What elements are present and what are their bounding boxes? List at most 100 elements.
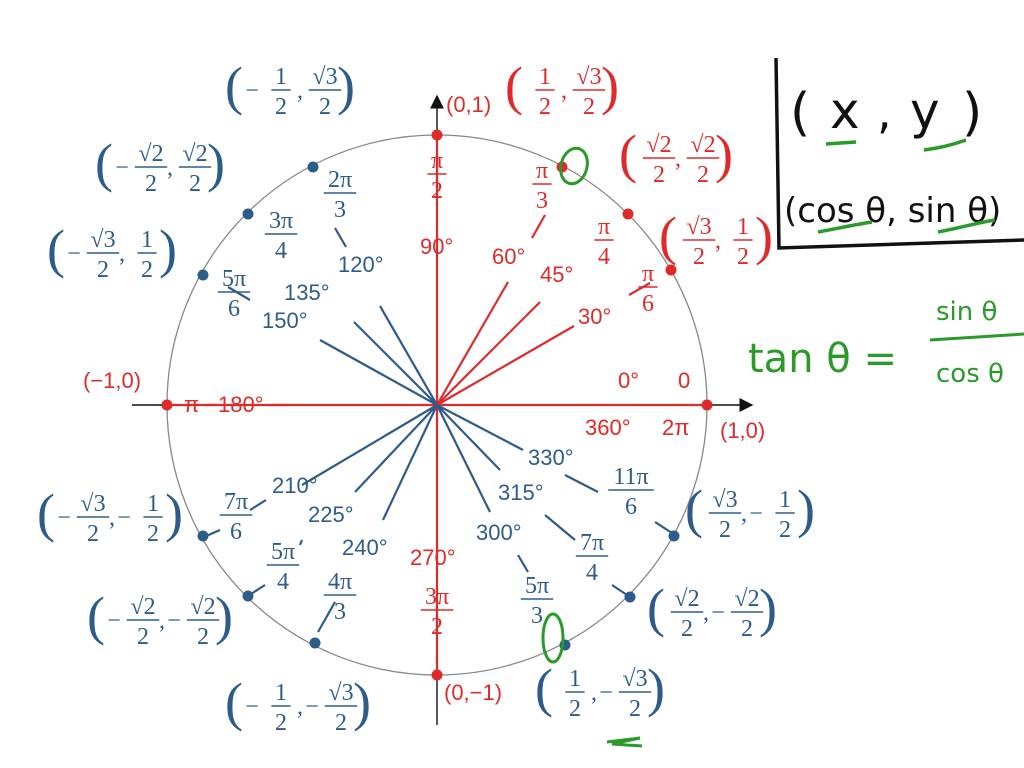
x-value-denominator: 2	[719, 517, 731, 543]
axis-labels: 0° 0 360° 2π 90° 180° π 270° (1,0) (0,1)…	[83, 92, 765, 705]
y-value-numerator: √2	[690, 132, 715, 158]
comma: ,	[167, 155, 173, 181]
deg-360-label: 360°	[585, 415, 631, 440]
rad-0-label: 0	[678, 368, 690, 393]
deg-330-label: 330°	[528, 445, 574, 470]
y-value-denominator: 2	[629, 696, 641, 722]
y-value: √22	[178, 141, 212, 197]
deg-180-label: 180°	[218, 392, 264, 417]
x-value-numerator: √3	[80, 491, 105, 517]
comma: ,	[703, 600, 709, 626]
close-paren: )	[647, 658, 665, 718]
deg-60-label: 60°	[492, 244, 525, 269]
comma: ,	[675, 146, 681, 172]
coordinate-45: (√22,√22)	[619, 124, 733, 188]
x-value: 12	[535, 64, 555, 120]
point-135	[242, 208, 254, 220]
x-value: √32	[86, 227, 120, 283]
y-value: √22	[686, 132, 720, 188]
spoke-120	[379, 305, 438, 406]
point-1-0-label: (1,0)	[720, 418, 765, 443]
tan-fraction-bar	[929, 332, 1024, 342]
spoke-150-tip	[227, 286, 251, 301]
y-value-denominator: 2	[147, 521, 159, 547]
point-210	[197, 530, 209, 542]
radian-90-numerator: π	[431, 148, 443, 174]
coordinate-300: (12,−√32)	[535, 658, 665, 722]
degree-labels: 30° 45° 60° 120° 135° 150° 210° 225° 240…	[262, 244, 611, 560]
radian-45-numerator: π	[598, 214, 610, 240]
spoke-210-tip	[249, 499, 267, 511]
radian-30-numerator: π	[642, 261, 654, 287]
radian-60-denominator: 3	[536, 188, 548, 214]
radian-210: 7π6	[219, 489, 253, 545]
formula-box: ( x , y ) (cos θ, sin θ)	[774, 57, 1024, 250]
radian-330-denominator: 6	[625, 494, 637, 520]
spoke-150	[319, 339, 438, 406]
x-value: √22	[126, 594, 160, 650]
open-paren: (	[505, 56, 523, 116]
radian-150-denominator: 6	[228, 296, 240, 322]
x-value-numerator: √3	[90, 227, 115, 253]
x-value: √32	[708, 487, 742, 543]
y-value: √32	[324, 680, 358, 736]
x-value-denominator: 2	[87, 521, 99, 547]
x-value: √22	[134, 141, 168, 197]
open-paren: (	[535, 658, 553, 718]
radian-330-numerator: 11π	[613, 464, 648, 490]
deg-210-label: 210°	[272, 473, 318, 498]
x-value-denominator: 2	[275, 94, 287, 120]
radian-60-numerator: π	[536, 158, 548, 184]
y-value-numerator: √2	[190, 594, 215, 620]
y-value: √32	[308, 64, 342, 120]
point-0-neg1-label: (0,−1)	[444, 680, 502, 705]
deg-240-label: 240°	[342, 535, 388, 560]
radian-315-numerator: 7π	[580, 530, 604, 556]
deg-120-label: 120°	[338, 252, 384, 277]
close-paren: )	[337, 56, 355, 116]
comma: ,	[109, 505, 115, 531]
deg-30-label: 30°	[578, 304, 611, 329]
radian-240-numerator: 4π	[328, 569, 352, 595]
spoke-60	[436, 281, 509, 406]
y-value: 12	[733, 214, 753, 270]
radian-135: 3π4	[264, 208, 298, 264]
coordinate-315: (√22,−√22)	[647, 578, 777, 642]
xy-close-paren: )	[962, 83, 982, 143]
y-value: 12	[143, 491, 163, 547]
open-paren: (	[225, 56, 243, 116]
rad-pi-label: π	[184, 392, 199, 417]
deg-270-label: 270°	[410, 545, 456, 570]
xy-x-label: x	[830, 82, 860, 140]
point-120	[307, 161, 319, 173]
y-sign: −	[599, 680, 613, 706]
y-value: √22	[730, 586, 764, 642]
coordinate-120: (−12,√32)	[225, 56, 355, 120]
radian-300-denominator: 3	[531, 603, 543, 629]
open-paren: (	[659, 206, 677, 266]
point-90	[431, 129, 443, 141]
y-value: 12	[137, 227, 157, 283]
open-paren: (	[95, 133, 113, 193]
deg-135-label: 135°	[284, 280, 330, 305]
spokes	[203, 214, 673, 633]
xy-open-paren: (	[790, 83, 810, 143]
open-paren: (	[685, 479, 703, 539]
x-value-denominator: 2	[539, 94, 551, 120]
y-value-numerator: √3	[312, 64, 337, 90]
xy-y-label: y	[910, 82, 940, 140]
close-paren: )	[759, 578, 777, 638]
radian-60: π3	[532, 158, 552, 214]
rad-2pi-label: 2π	[662, 415, 689, 440]
y-value-denominator: 2	[779, 517, 791, 543]
radian-150: 5π6	[217, 266, 251, 322]
spoke-330-tip	[654, 521, 673, 534]
close-paren: )	[601, 56, 619, 116]
x-value: √32	[682, 214, 716, 270]
spoke-210	[301, 404, 438, 486]
coordinate-240: (−12,−√32)	[225, 672, 371, 736]
y-sign: −	[167, 608, 181, 634]
spoke-315-mid	[544, 514, 576, 541]
